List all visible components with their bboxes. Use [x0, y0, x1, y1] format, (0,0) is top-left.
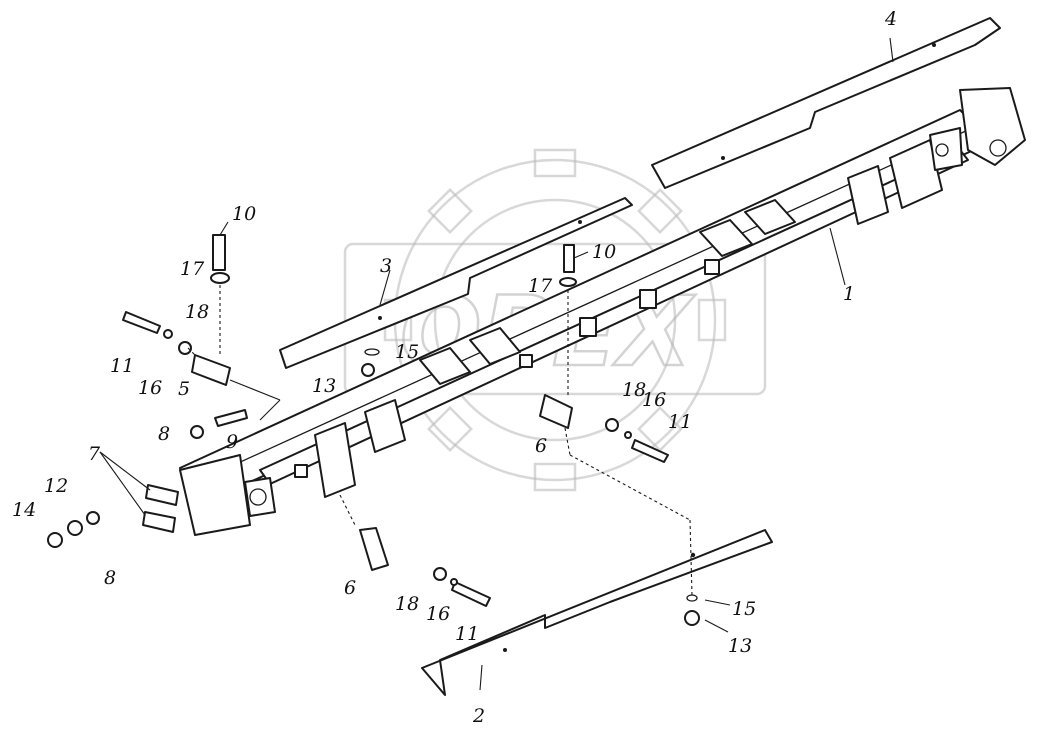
- callout-7: 7: [88, 443, 101, 465]
- part-1-frame: [179, 87, 1026, 536]
- callout-1: 1: [843, 283, 855, 305]
- callout-5: 5: [178, 378, 190, 400]
- part-2-lower-plate: [421, 529, 773, 696]
- callout-11-lower: 11: [455, 623, 479, 645]
- callout-12: 12: [44, 475, 68, 497]
- part-5-bracket: [191, 354, 231, 386]
- part-4-upper-plate: [651, 17, 1001, 189]
- callout-17-center: 17: [528, 275, 553, 297]
- callout-8-lower: 8: [104, 567, 116, 589]
- callout-9: 9: [226, 431, 238, 453]
- callout-18-lower: 18: [395, 593, 419, 615]
- callout-6-lower: 6: [344, 577, 356, 599]
- callout-8-upper: 8: [158, 423, 170, 445]
- callout-10-left: 10: [232, 203, 256, 225]
- callout-13-upper: 13: [312, 375, 336, 397]
- leader-lines: [99, 37, 894, 691]
- callout-13-lower: 13: [728, 635, 752, 657]
- part-6-bracket-upper: [539, 394, 573, 429]
- callout-16-lower: 16: [426, 603, 450, 625]
- callout-4: 4: [884, 8, 897, 30]
- callout-15-lower: 15: [732, 598, 756, 620]
- callout-11-left: 11: [110, 355, 134, 377]
- callout-10-center: 10: [592, 241, 616, 263]
- callout-16-left: 16: [138, 377, 162, 399]
- callout-17-left: 17: [180, 258, 205, 280]
- callout-15-upper: 15: [395, 341, 419, 363]
- callout-16-right: 16: [642, 389, 666, 411]
- callout-18-left: 18: [185, 301, 209, 323]
- part-3-middle-plate: [279, 197, 633, 369]
- callout-labels: 1 2 3 4 5 6 6 7 8 8 9 10 10 11 11 11 12 …: [12, 8, 897, 727]
- callout-2: 2: [472, 705, 485, 727]
- callout-14: 14: [12, 499, 36, 521]
- callout-3: 3: [380, 255, 392, 277]
- fasteners: [47, 234, 700, 626]
- watermark-gear-inner: [433, 198, 677, 442]
- callout-18-right: 18: [622, 379, 646, 401]
- part-6-bracket-lower: [359, 527, 389, 571]
- callout-11-right: 11: [668, 411, 692, 433]
- watermark-frame: [343, 242, 767, 396]
- callout-6-upper: 6: [535, 435, 547, 457]
